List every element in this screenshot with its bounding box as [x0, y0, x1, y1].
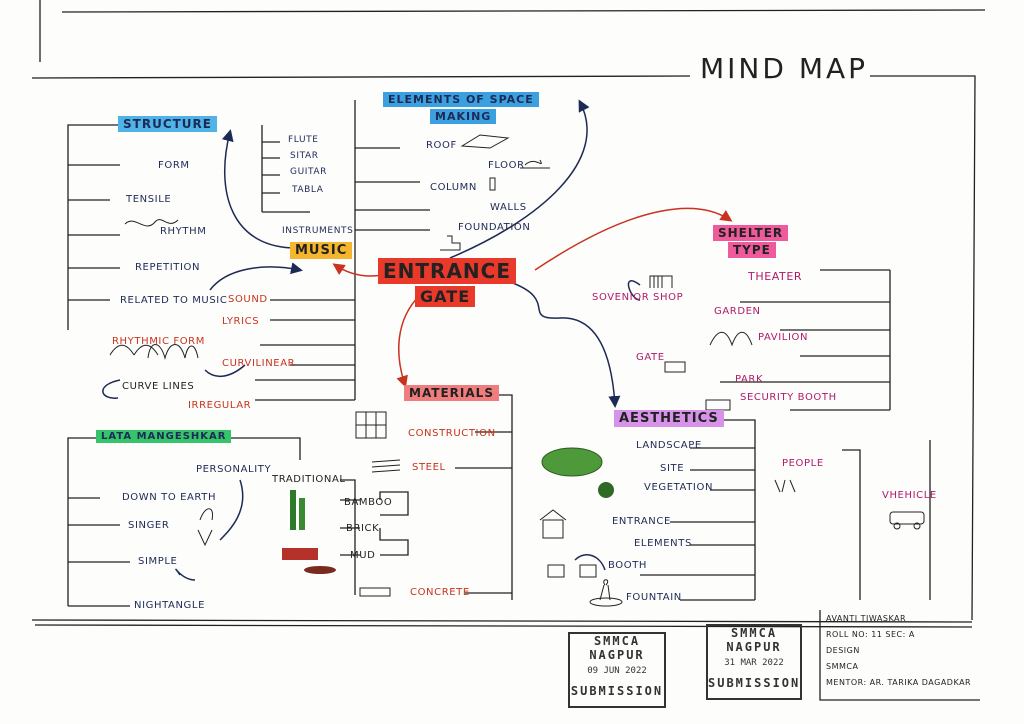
elements-item-column: COLUMN	[430, 182, 477, 193]
info-subject: DESIGN	[826, 646, 860, 655]
stamp-2-org: SMMCA	[730, 626, 778, 640]
stamp-2-date: 31 MAR 2022	[724, 658, 784, 668]
instrument-sitar: SITAR	[290, 151, 319, 161]
shelter-item-garden: GARDEN	[714, 306, 761, 317]
aesthetics-item-landscape: LANDSCAPE	[636, 440, 702, 451]
materials-item-concrete: CONCRETE	[410, 587, 470, 598]
materials-item-traditional: TRADITIONAL	[272, 474, 346, 485]
stamp-1-label: SUBMISSION	[570, 684, 664, 698]
music-item-rhythmic-form: RHYTHMIC FORM	[112, 336, 205, 347]
stamp-2-label: SUBMISSION	[708, 676, 801, 690]
elements-heading-line2: MAKING	[430, 109, 497, 124]
stamp-2-city: NAGPUR	[726, 640, 782, 654]
aesthetics-item-elements: ELEMENTS	[634, 538, 692, 549]
structure-item-form: FORM	[158, 160, 190, 171]
central-node-line2: GATE	[415, 286, 476, 307]
info-roll: ROLL NO: 11 SEC: A	[826, 630, 915, 639]
materials-item-steel: STEEL	[412, 462, 446, 473]
structure-heading: STRUCTURE	[118, 116, 217, 132]
lata-item-personality: PERSONALITY	[196, 464, 272, 475]
music-item-irregular: IRREGULAR	[188, 400, 252, 411]
stamp-1-org: SMMCA	[593, 634, 641, 648]
info-name: AVANTI TIWASKAR	[826, 614, 907, 623]
lata-item-down-to-earth: DOWN TO EARTH	[122, 492, 217, 503]
materials-item-bamboo: BAMBOO	[344, 497, 393, 508]
instrument-guitar: GUITAR	[290, 167, 328, 177]
shelter-heading-line1: SHELTER	[713, 225, 789, 241]
elements-item-foundation: FOUNDATION	[458, 222, 531, 233]
instrument-flute: FLUTE	[288, 135, 319, 145]
submission-stamp-1: SMMCA NAGPUR 09 JUN 2022 SUBMISSION	[568, 632, 666, 708]
structure-item-related-to-music: RELATED TO MUSIC	[120, 295, 228, 306]
submission-stamp-2: SMMCA NAGPUR 31 MAR 2022 SUBMISSION	[706, 624, 802, 700]
materials-heading: MATERIALS	[404, 385, 499, 401]
lata-item-nightangle: NIGHTANGLE	[134, 600, 205, 611]
elements-item-floor: FLOOR	[488, 160, 525, 171]
lata-heading: LATA MANGESHKAR	[96, 430, 232, 443]
music-item-curve-lines: CURVE LINES	[122, 381, 195, 392]
aesthetics-heading: AESTHETICS	[614, 410, 724, 427]
stamp-1-date: 09 JUN 2022	[587, 666, 647, 676]
central-node-line1: ENTRANCE	[378, 258, 516, 284]
stamp-1-city: NAGPUR	[589, 648, 645, 662]
instrument-tabla: TABLA	[292, 185, 324, 195]
page-title: MIND MAP	[700, 52, 869, 85]
aesthetics-item-booth: BOOTH	[608, 560, 648, 571]
shelter-item-security-booth: SECURITY BOOTH	[740, 392, 837, 403]
aesthetics-item-site: SITE	[660, 463, 685, 474]
music-heading: MUSIC	[290, 242, 353, 259]
lata-item-simple: SIMPLE	[138, 556, 178, 567]
music-item-sound: SOUND	[228, 294, 268, 305]
music-item-curvilinear: CURVILINEAR	[222, 358, 296, 369]
elements-item-roof: ROOF	[426, 140, 457, 151]
lata-item-singer: SINGER	[128, 520, 170, 531]
elements-heading-line1: ELEMENTS OF SPACE	[383, 92, 539, 107]
shelter-item-park: PARK	[735, 374, 764, 385]
aesthetics-item-vehicle: VHEHICLE	[882, 490, 937, 501]
info-college: SMMCA	[826, 662, 859, 671]
aesthetics-item-fountain: FOUNTAIN	[626, 592, 682, 603]
shelter-item-pavilion: PAVILION	[758, 332, 809, 343]
info-mentor: MENTOR: AR. TARIKA DAGADKAR	[826, 678, 972, 687]
structure-item-tensile: TENSILE	[126, 194, 172, 205]
materials-item-brick: BRICK	[346, 523, 380, 534]
aesthetics-item-entrance: ENTRANCE	[612, 516, 671, 527]
materials-item-mud: MUD	[350, 550, 376, 561]
aesthetics-item-vegetation: VEGETATION	[644, 482, 714, 493]
aesthetics-item-people: PEOPLE	[782, 458, 824, 469]
shelter-heading-line2: TYPE	[728, 242, 776, 258]
structure-item-repetition: REPETITION	[135, 262, 201, 273]
shelter-item-sovenior-shop: SOVENIOR SHOP	[592, 292, 684, 303]
shelter-item-theater: THEATER	[748, 270, 803, 283]
materials-item-construction: CONSTRUCTION	[408, 428, 496, 439]
elements-item-walls: WALLS	[490, 202, 527, 213]
structure-item-rhythm: RHYTHM	[160, 226, 207, 237]
shelter-item-gate: GATE	[636, 352, 665, 363]
instrument-instruments: INSTRUMENTS	[282, 226, 354, 236]
music-item-lyrics: LYRICS	[222, 316, 260, 327]
